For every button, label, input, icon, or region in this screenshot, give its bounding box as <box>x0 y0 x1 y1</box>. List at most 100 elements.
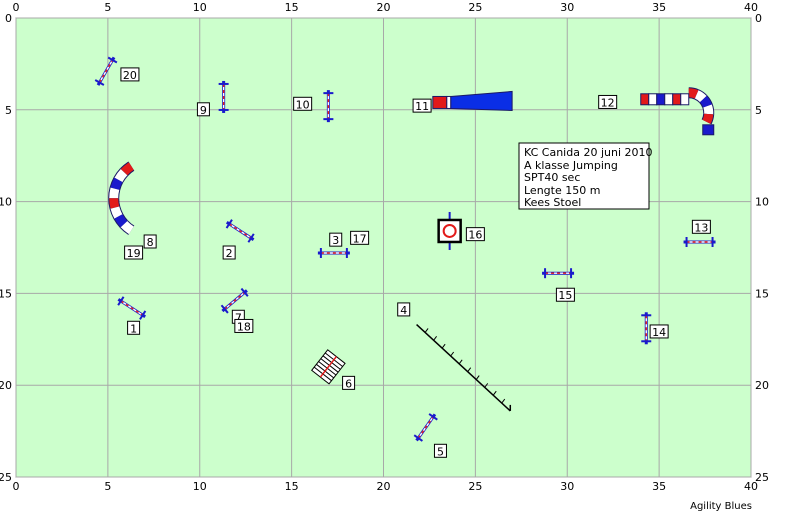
tunnel-segment <box>114 214 128 228</box>
obstacle-number: 7 <box>235 311 242 324</box>
obstacles-layer <box>94 56 716 442</box>
x-tick-label: 0 <box>13 480 20 493</box>
tunnel-end <box>702 124 715 136</box>
x-tick-label: 30 <box>560 480 574 493</box>
jump-obstacle-9 <box>218 80 229 113</box>
obstacle-label-3: 3 <box>329 232 343 247</box>
tunnel-obstacle-12 <box>688 87 715 125</box>
obstacle-label-box <box>691 219 711 234</box>
tunnel-obstacle-19 <box>108 161 135 235</box>
obstacle-number: 14 <box>652 326 666 339</box>
obstacle-label-5: 5 <box>433 443 447 458</box>
obstacle-label-box <box>143 234 157 249</box>
obstacle-label-box <box>234 318 254 333</box>
jump-obstacle-5 <box>413 413 438 442</box>
jump-wing <box>139 310 147 320</box>
obstacle-label-15: 15 <box>555 287 575 302</box>
y-tick-label: 15 <box>0 287 12 300</box>
info-line-4: Lengte 150 m <box>524 184 600 197</box>
tunnel-segment <box>109 187 120 199</box>
obstacle-label-20: 20 <box>120 67 140 82</box>
dogwalk-slat <box>467 367 472 372</box>
obstacle-number: 2 <box>226 247 233 260</box>
obstacle-label-box <box>649 324 669 339</box>
obstacle-number: 19 <box>127 247 141 260</box>
tunnel-segment <box>110 206 123 219</box>
tunnel-segment <box>114 169 128 183</box>
obstacle-label-box <box>222 245 236 260</box>
tunnel-segment <box>672 93 682 106</box>
footer-credit: Agility Blues <box>690 501 752 512</box>
y-tick-label: 0 <box>5 12 12 25</box>
obstacle-number: 6 <box>345 377 352 390</box>
obstacle-label-box <box>127 320 141 335</box>
dogwalk-slat <box>492 390 497 396</box>
obstacle-label-10: 10 <box>293 96 313 111</box>
chute-centre <box>319 356 337 378</box>
info-line-5: Kees Stoel <box>524 196 581 209</box>
table-top <box>437 218 462 244</box>
x-tick-label: 15 <box>285 480 299 493</box>
x-tick-label: 35 <box>652 1 666 14</box>
info-line-1: KC Canida 20 juni 2010 <box>524 146 653 159</box>
table-obstacle <box>437 211 462 250</box>
tunnel-segment <box>120 162 134 176</box>
tunnel-segment <box>109 198 120 209</box>
tunnel-segment <box>640 93 650 106</box>
jump-wing <box>107 56 118 64</box>
x-tick-label: 5 <box>104 1 111 14</box>
obstacle-number: 10 <box>296 98 310 111</box>
y-tick-label: 10 <box>0 196 12 209</box>
obstacle-number: 5 <box>437 445 444 458</box>
jump-bar-stripes <box>228 223 252 239</box>
tunnel-segment <box>694 90 707 103</box>
jump-wing <box>220 304 229 314</box>
tunnel-entry-red <box>432 95 448 109</box>
y-tick-label: 10 <box>755 196 769 209</box>
jump-bar-stripes <box>120 300 144 316</box>
obstacle-label-14: 14 <box>649 324 669 339</box>
info-line-3: SPT40 sec <box>524 171 580 184</box>
y-tick-label: 0 <box>755 12 762 25</box>
obstacle-label-18: 18 <box>234 318 254 333</box>
obstacle-label-box <box>120 67 140 82</box>
jump-wing <box>240 287 249 297</box>
x-tick-label: 25 <box>468 1 482 14</box>
obstacle-label-box <box>293 96 313 111</box>
obstacle-label-box <box>555 287 575 302</box>
jump-bar-stripes <box>417 416 434 439</box>
obstacle-number: 20 <box>123 69 137 82</box>
tunnel-straight-12 <box>640 93 715 136</box>
obstacle-number: 8 <box>147 236 154 249</box>
obstacle-label-8: 8 <box>143 234 157 249</box>
obstacle-label-box <box>124 245 144 260</box>
obstacle-label-17: 17 <box>350 230 370 245</box>
x-tick-label: 5 <box>104 480 111 493</box>
jump-wing <box>117 296 125 306</box>
course-info-box: KC Canida 20 juni 2010 A klasse Jumping … <box>518 142 653 210</box>
y-tick-label: 5 <box>755 104 762 117</box>
jump-obstacle-1 <box>117 296 147 320</box>
grid-lines <box>15 17 752 478</box>
tunnel-segment <box>688 88 699 99</box>
chute-tunnel-obstacle <box>432 90 513 111</box>
tunnel-segment <box>664 93 674 106</box>
jump-wing <box>428 413 438 421</box>
jump-wing <box>225 219 233 229</box>
obstacle-number: 1 <box>130 322 137 335</box>
dogwalk-slat <box>424 328 429 333</box>
obstacle-label-box <box>196 102 210 117</box>
jump-wing <box>413 434 423 442</box>
jump-bar-stripes <box>224 291 246 310</box>
x-tick-label: 10 <box>193 1 207 14</box>
x-tick-label: 35 <box>652 480 666 493</box>
table-mark <box>442 223 457 238</box>
dogwalk-slat <box>458 359 463 365</box>
jump-obstacle-20 <box>94 56 118 86</box>
x-tick-label: 20 <box>377 1 391 14</box>
x-tick-label: 40 <box>744 1 758 14</box>
obstacle-number: 17 <box>353 232 367 245</box>
